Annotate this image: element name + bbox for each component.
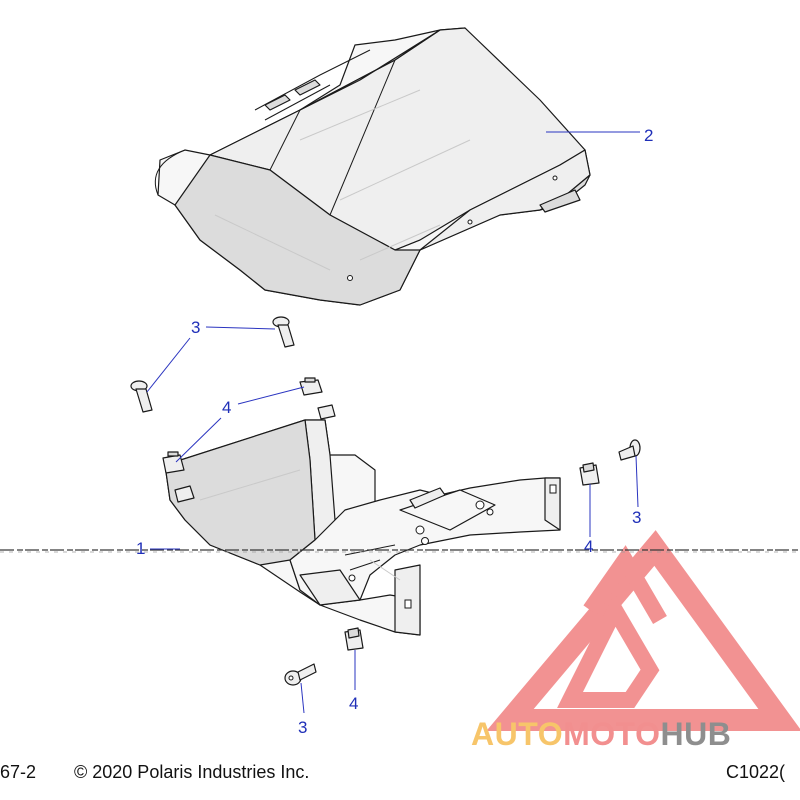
skid-cover-part-2	[154, 27, 591, 306]
callout-plate: 1	[136, 539, 145, 558]
watermark-logo	[486, 530, 800, 731]
plate-tab-nut-icon	[174, 404, 336, 503]
footer-copyright: © 2020 Polaris Industries Inc.	[74, 762, 310, 782]
watermark-auto: AUTO	[471, 716, 564, 752]
callout-bolt-top: 3	[191, 318, 200, 337]
footer-drawing-number: 67-2	[0, 762, 37, 782]
nut-bottom-icon	[344, 627, 364, 651]
callout-part-2: 2	[644, 126, 653, 145]
callout-bolt-bottom: 3	[298, 718, 307, 737]
watermark-moto: MOTO	[563, 716, 661, 752]
callout-nut-upper: 4	[222, 398, 231, 417]
leader-lines	[146, 131, 640, 714]
callout-bolt-right: 3	[632, 508, 641, 527]
bracket-plate-part-1	[164, 419, 561, 636]
nut-right-icon	[579, 462, 600, 486]
nut-left-icon	[162, 451, 185, 474]
nut-upper-icon	[299, 377, 323, 396]
callout-nut-bottom: 4	[349, 694, 358, 713]
watermark-wordmark: AUTOMOTOHUB	[471, 716, 731, 753]
watermark-hub: HUB	[660, 716, 732, 752]
scan-artifact-line	[0, 549, 800, 553]
bolt-left-icon	[130, 380, 153, 413]
callout-nut-right: 4	[584, 537, 593, 556]
footer-part-code: C1022(	[726, 762, 786, 782]
callouts: 2 3 4 3 1 4 4 3	[136, 126, 653, 737]
bolt-top-icon	[272, 316, 295, 348]
bolt-right-icon	[618, 439, 641, 461]
bolt-bottom-icon	[284, 663, 317, 686]
